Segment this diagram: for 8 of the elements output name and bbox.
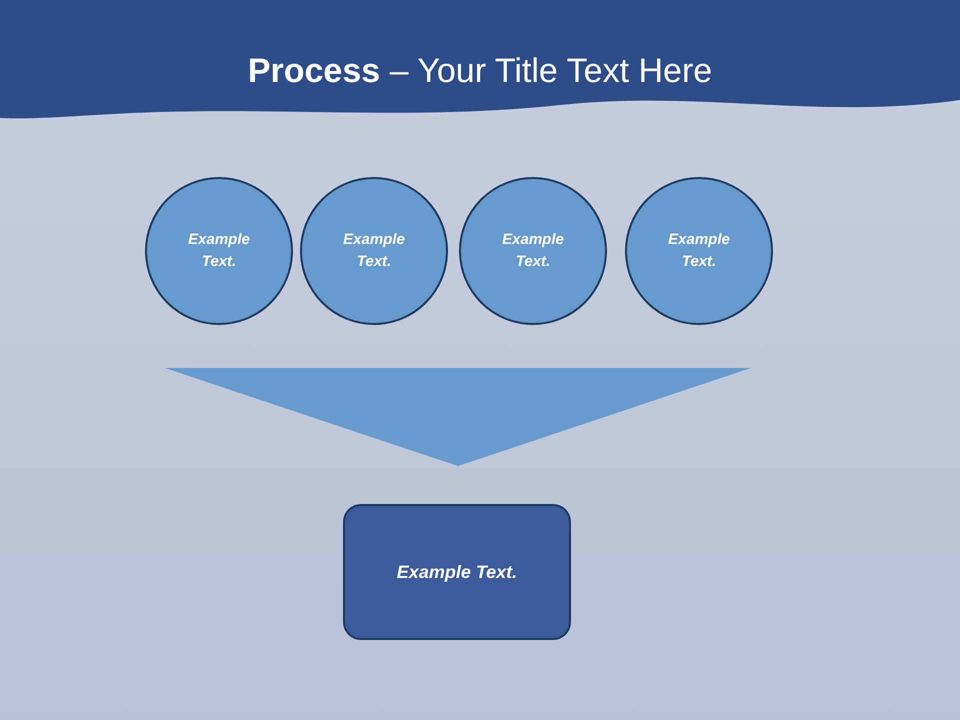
funnel-triangle bbox=[165, 368, 751, 466]
node-label: Example Text. bbox=[501, 230, 565, 272]
process-box bbox=[343, 504, 571, 640]
title: Process – Your Title Text Here bbox=[246, 52, 714, 91]
node-label: Example Text. bbox=[187, 230, 251, 272]
node-label: Example Text. bbox=[342, 230, 406, 272]
node-label: Example Text. bbox=[667, 230, 731, 272]
node-label: Example Text. bbox=[396, 560, 518, 584]
